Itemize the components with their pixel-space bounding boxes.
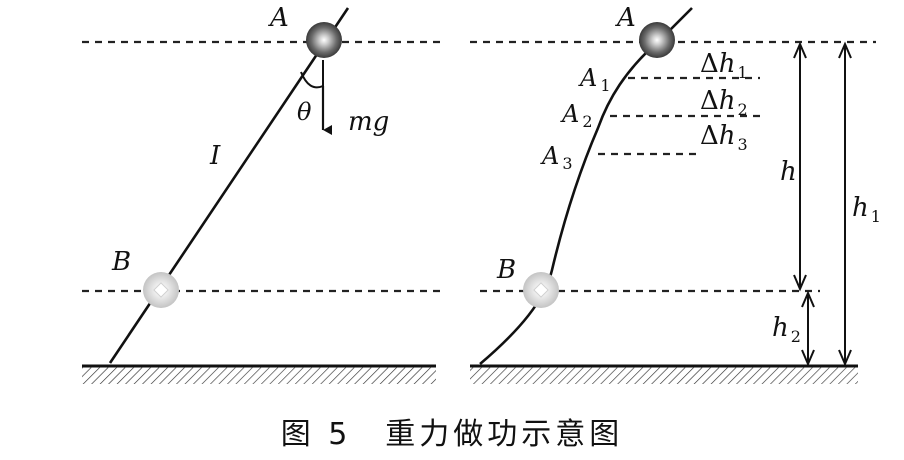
- figure-caption: 图 5 重力做功示意图: [281, 417, 624, 452]
- incline-straight: [108, 7, 350, 364]
- arrow-h1-top: [838, 41, 852, 59]
- label-A-right: A: [615, 3, 636, 33]
- arrow-h-bottom: [793, 274, 807, 292]
- label-theta: θ: [297, 98, 312, 126]
- ball-A-right: [639, 22, 675, 58]
- label-A-left: A: [268, 3, 289, 33]
- ground-hatch-left: [82, 367, 436, 384]
- left-panel: A B θ mg I: [82, 3, 442, 384]
- label-mg: mg: [348, 107, 389, 137]
- arrow-h2-bottom: [801, 349, 815, 367]
- arrow-h-top: [793, 41, 807, 59]
- label-B-left: B: [111, 247, 131, 277]
- label-h: h: [780, 157, 797, 187]
- ball-B-left-highlight: [153, 282, 169, 298]
- label-path-I: I: [209, 141, 221, 171]
- arrow-h1-bottom: [838, 349, 852, 367]
- ball-B-right-highlight: [533, 282, 549, 298]
- angle-arc: [300, 71, 324, 89]
- ground-hatch-right: [470, 367, 858, 384]
- label-B-right: B: [496, 255, 516, 285]
- incline-curved: [479, 7, 693, 365]
- ball-A-left: [306, 22, 342, 58]
- arrow-h2-top: [801, 290, 815, 308]
